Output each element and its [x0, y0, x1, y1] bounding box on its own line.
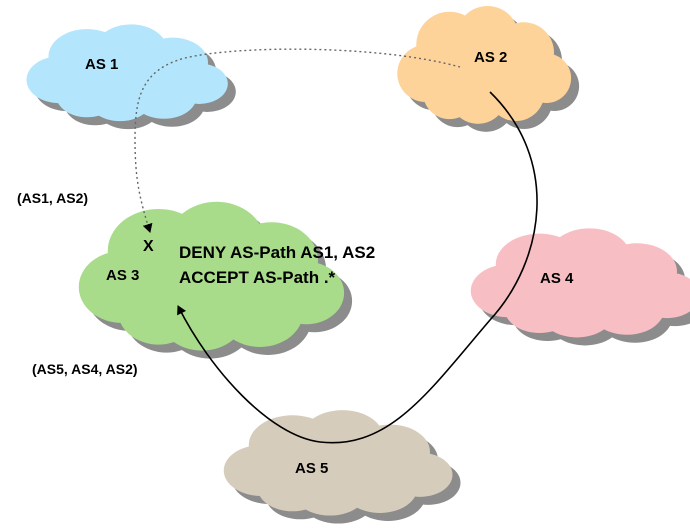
policy-deny-line: DENY AS-Path AS1, AS2	[179, 243, 375, 262]
as4-cloud	[470, 228, 690, 346]
as1-cloud	[26, 24, 236, 130]
rejected-route-mark: X	[143, 238, 154, 255]
as2-label: AS 2	[474, 49, 507, 66]
as-path-label-as1-as2: (AS1, AS2)	[17, 190, 88, 206]
as1-label: AS 1	[85, 56, 118, 73]
as5-label: AS 5	[295, 460, 328, 477]
as3-label: AS 3	[106, 267, 139, 284]
as2-cloud	[397, 6, 580, 132]
route-as2-via-as4-as5-to-as3	[177, 91, 538, 444]
as5-cloud	[223, 410, 461, 524]
route-as2-via-as1-to-as3	[134, 48, 461, 233]
policy-accept-line: ACCEPT AS-Path .*	[179, 268, 336, 287]
as-path-label-as5-as4-as2: (AS5, AS4, AS2)	[32, 361, 138, 377]
as4-label: AS 4	[540, 270, 574, 287]
